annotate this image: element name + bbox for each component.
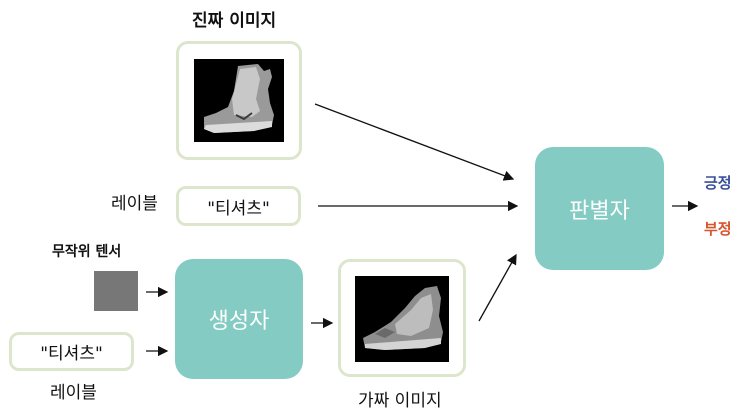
- real-image-frame: [176, 41, 302, 160]
- discriminator-node: 판별자: [535, 147, 664, 270]
- sneaker-image: [355, 276, 449, 362]
- discriminator-label: 판별자: [569, 198, 630, 224]
- random-tensor-swatch: [94, 271, 138, 311]
- ankle-boot-icon: [204, 64, 274, 133]
- generator-label: 생성자: [208, 309, 270, 334]
- arrow-real-to-discriminator: [314, 103, 515, 181]
- real-image-title: 진짜 이미지: [192, 11, 277, 31]
- label-bottom-box: "티셔츠": [9, 332, 134, 371]
- output-positive: 긍정: [704, 174, 732, 192]
- label-top-box: "티셔츠": [176, 186, 301, 226]
- output-negative: 부정: [704, 220, 732, 238]
- label-top-caption: 레이블: [111, 194, 158, 214]
- label-bottom-value: "티셔츠": [40, 344, 103, 364]
- label-bottom-caption: 레이블: [50, 383, 97, 403]
- random-tensor-caption: 무작위 텐서: [52, 244, 122, 260]
- ankle-boot-image: [194, 59, 284, 142]
- fake-image-frame: [338, 259, 466, 377]
- generator-node: 생성자: [175, 259, 303, 379]
- arrow-fake-to-discriminator: [478, 253, 517, 322]
- fake-image-caption: 가짜 이미지: [358, 391, 442, 411]
- sneaker-icon: [363, 286, 443, 350]
- label-top-value: "티셔츠": [207, 198, 270, 219]
